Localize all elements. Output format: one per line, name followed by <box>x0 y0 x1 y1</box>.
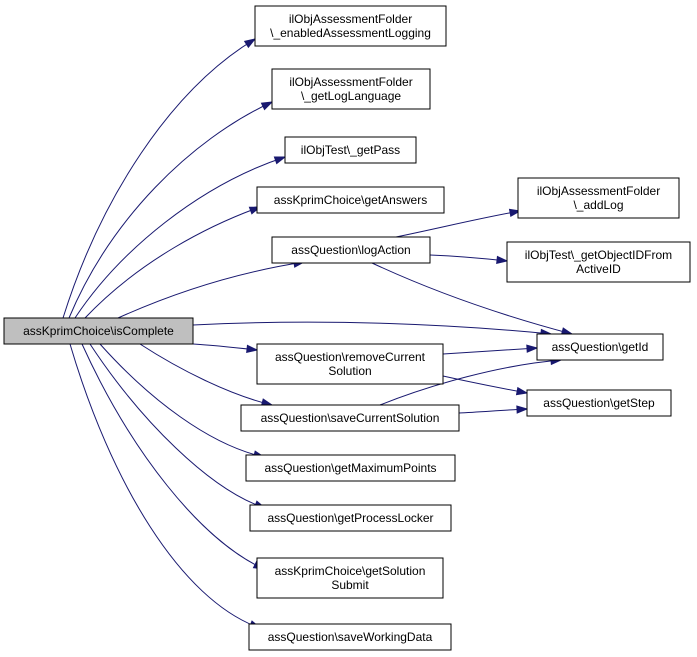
node-get-log-language-label-line-2: \_getLogLanguage <box>301 89 401 103</box>
node-enabled-assessment-logging[interactable]: ilObjAssessmentFolder\_enabledAssessment… <box>254 5 447 47</box>
edge-save-current-solution-to-get-step-arrowhead <box>516 405 529 414</box>
node-get-answers-box <box>256 186 445 214</box>
node-get-process-locker[interactable]: assQuestion\getProcessLocker <box>249 504 452 532</box>
node-root-iscomplete-box <box>3 317 194 345</box>
node-save-current-solution-box <box>240 404 460 432</box>
edge-root-iscomplete-to-get-pass-arrowhead <box>273 156 287 165</box>
node-get-log-language-label-line-1: ilObjAssessmentFolder <box>289 75 412 89</box>
node-remove-current-solution-label-line-2: Solution <box>328 364 371 378</box>
node-get-process-locker-box <box>249 504 452 532</box>
node-add-log-label-line-1: ilObjAssessmentFolder <box>537 184 660 198</box>
edge-root-iscomplete-to-enabled-assessment-logging <box>62 38 256 319</box>
node-get-solution-submit-label-line-1: assKprimChoice\getSolution <box>275 564 426 578</box>
node-enabled-assessment-logging-box <box>254 5 447 47</box>
edge-root-iscomplete-to-get-log-language-arrowhead <box>260 101 274 111</box>
node-get-answers-label-line-1: assKprimChoice\getAnswers <box>274 193 427 207</box>
edge-remove-current-solution-to-get-id-arrowhead <box>526 344 539 353</box>
node-remove-current-solution-box <box>256 343 444 385</box>
node-save-working-data[interactable]: assQuestion\saveWorkingData <box>248 623 452 651</box>
node-root-iscomplete-label-line-1: assKprimChoice\isComplete <box>23 324 174 338</box>
edge-root-iscomplete-to-get-pass <box>74 156 286 319</box>
node-enabled-assessment-logging-label-line-2: \_enabledAssessmentLogging <box>270 26 431 40</box>
node-get-object-id-from-active-id-label-line-2: ActiveID <box>576 262 621 276</box>
node-add-log[interactable]: ilObjAssessmentFolder\_addLog <box>517 177 680 219</box>
edge-save-current-solution-to-get-id <box>379 359 562 406</box>
edge-root-iscomplete-to-save-working-data <box>69 343 261 629</box>
edge-remove-current-solution-to-get-step-arrowhead <box>515 386 529 396</box>
node-remove-current-solution-label-line-1: assQuestion\removeCurrent <box>275 350 426 364</box>
node-log-action-box <box>271 236 431 264</box>
node-get-pass[interactable]: ilObjTest\_getPass <box>284 136 417 164</box>
edge-log-action-to-get-object-id-from-active-id-arrowhead <box>496 255 509 265</box>
edge-root-iscomplete-to-get-id <box>192 321 552 335</box>
node-get-pass-label-line-1: ilObjTest\_getPass <box>301 143 400 157</box>
node-get-process-locker-label-line-1: assQuestion\getProcessLocker <box>267 511 433 525</box>
edge-root-iscomplete-to-log-action <box>117 261 305 319</box>
node-get-step-label-line-1: assQuestion\getStep <box>543 396 655 410</box>
node-get-step[interactable]: assQuestion\getStep <box>526 389 672 417</box>
node-add-log-label-line-2: \_addLog <box>573 198 623 212</box>
node-get-maximum-points-label-line-1: assQuestion\getMaximumPoints <box>264 461 436 475</box>
node-log-action[interactable]: assQuestion\logAction <box>271 236 431 264</box>
node-get-answers[interactable]: assKprimChoice\getAnswers <box>256 186 445 214</box>
edges-layer <box>62 38 574 629</box>
node-get-solution-submit-box <box>256 557 444 599</box>
node-get-log-language[interactable]: ilObjAssessmentFolder\_getLogLanguage <box>271 68 431 110</box>
node-get-object-id-from-active-id-box <box>506 241 691 283</box>
node-get-solution-submit-label-line-2: Submit <box>331 578 369 592</box>
nodes-layer: assKprimChoice\isComplete ilObjAssessment… <box>3 5 691 651</box>
node-get-id[interactable]: assQuestion\getId <box>536 333 664 361</box>
node-log-action-label-line-1: assQuestion\logAction <box>291 243 410 257</box>
node-get-pass-box <box>284 136 417 164</box>
node-enabled-assessment-logging-label-line-1: ilObjAssessmentFolder <box>289 12 412 26</box>
edge-log-action-to-get-id <box>371 262 573 335</box>
edge-root-iscomplete-to-save-current-solution <box>139 343 273 406</box>
edge-root-iscomplete-to-get-maximum-points <box>99 343 265 458</box>
node-save-current-solution-label-line-1: assQuestion\saveCurrentSolution <box>261 411 440 425</box>
edge-root-iscomplete-to-get-log-language <box>68 101 273 319</box>
node-get-log-language-box <box>271 68 431 110</box>
edge-root-iscomplete-to-get-process-locker <box>89 343 266 509</box>
edge-log-action-to-add-log <box>395 210 521 238</box>
edge-root-iscomplete-to-remove-current-solution-arrowhead <box>246 344 259 354</box>
node-save-working-data-label-line-1: assQuestion\saveWorkingData <box>268 630 433 644</box>
node-root-iscomplete[interactable]: assKprimChoice\isComplete <box>3 317 194 345</box>
node-get-id-box <box>536 333 664 361</box>
node-get-maximum-points[interactable]: assQuestion\getMaximumPoints <box>245 454 456 482</box>
edge-log-action-to-add-log-arrowhead <box>508 208 522 218</box>
node-get-maximum-points-box <box>245 454 456 482</box>
node-save-current-solution[interactable]: assQuestion\saveCurrentSolution <box>240 404 460 432</box>
node-get-step-box <box>526 389 672 417</box>
edge-log-action-to-get-object-id-from-active-id <box>429 254 508 262</box>
edge-root-iscomplete-to-enabled-assessment-logging-arrowhead <box>243 38 257 49</box>
edge-remove-current-solution-to-get-id <box>442 347 538 355</box>
node-add-log-box <box>517 177 680 219</box>
edge-root-iscomplete-to-get-answers <box>84 206 261 319</box>
node-save-working-data-box <box>248 623 452 651</box>
node-get-id-label-line-1: assQuestion\getId <box>552 340 649 354</box>
edge-remove-current-solution-to-get-step <box>442 375 528 394</box>
node-get-object-id-from-active-id-label-line-1: ilObjTest\_getObjectIDFrom <box>525 248 672 262</box>
edge-root-iscomplete-to-get-solution-submit <box>81 343 265 570</box>
